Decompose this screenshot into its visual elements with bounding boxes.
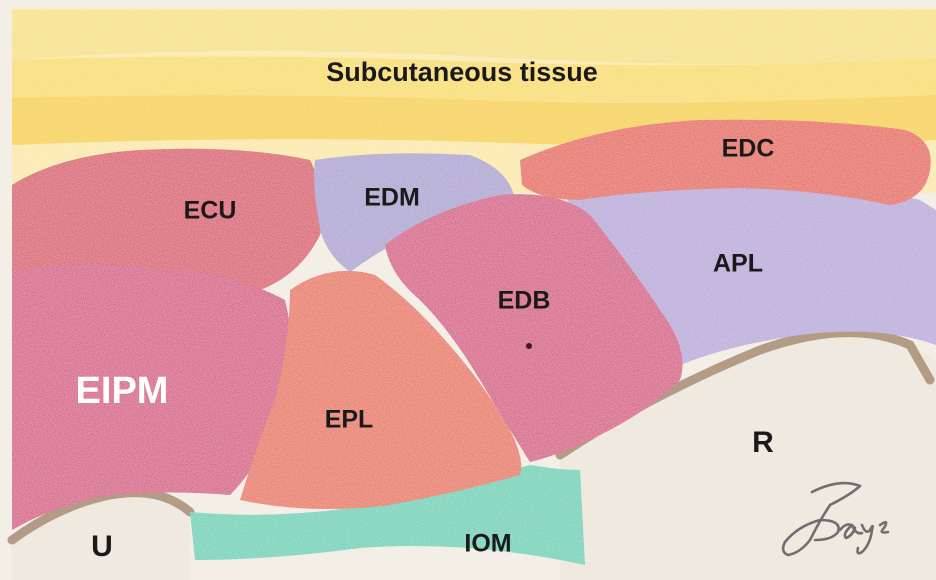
ecu-label: ECU [184, 197, 237, 225]
epl-label: EPL [325, 406, 374, 434]
edm-label: EDM [364, 184, 420, 212]
apl-label: APL [713, 250, 763, 278]
eipm-label: EIPM [76, 370, 169, 412]
subcutaneous-label: Subcutaneous tissue [326, 57, 598, 87]
edb-label: EDB [498, 287, 551, 315]
radius-label: R [752, 426, 774, 459]
ulna-label: U [91, 530, 113, 563]
edb-dot [526, 343, 532, 349]
edc-label: EDC [722, 135, 775, 163]
iom-label: IOM [464, 530, 511, 558]
